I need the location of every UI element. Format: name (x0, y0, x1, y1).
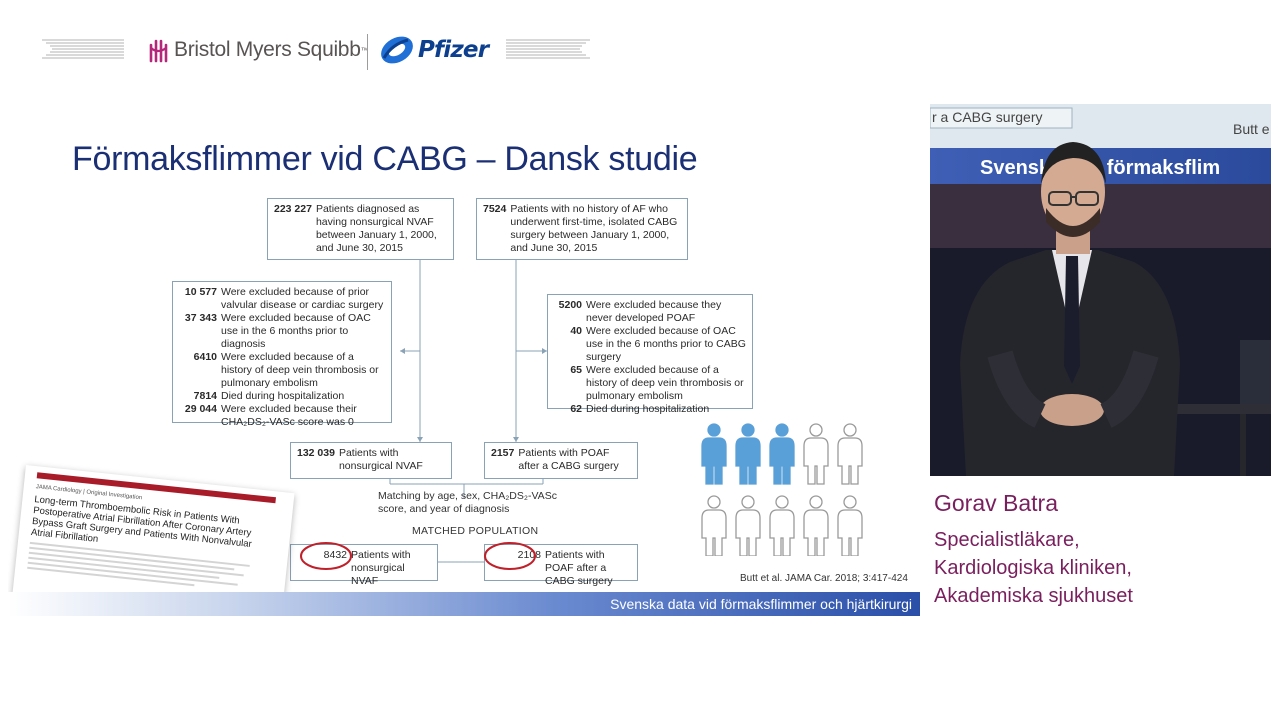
projected-screen-citation: Butt e (1233, 121, 1270, 137)
highlight-ring-8432 (300, 542, 352, 570)
speaker-figure (960, 142, 1180, 476)
highlight-rings (300, 542, 536, 570)
exclusion-count: 29 044 (184, 403, 217, 415)
pfizer-pill-icon (381, 36, 413, 64)
header-logos: Bristol Myers Squibb ™ Pfizer (0, 28, 1280, 72)
bms-logo: Bristol Myers Squibb ™ (148, 32, 369, 68)
pfizer-logo: Pfizer (378, 28, 489, 72)
speaker-department: Kardiologiska kliniken, (934, 557, 1132, 579)
flow-text: Patients with nonsurgical NVAF (338, 447, 423, 472)
person-icon (735, 495, 761, 556)
people-icon-grid (701, 423, 863, 556)
decorative-stripes-left (42, 39, 124, 59)
flow-box-exclusions-cabg: 5200 Were excluded because they never dev… (547, 294, 753, 415)
exclusion-text: Died during hospitalization (221, 390, 345, 402)
slide-title: Förmaksflimmer vid CABG – Dansk studie (72, 140, 698, 178)
flow-text: Patients with no history of AF who under… (510, 203, 678, 254)
slide-footer-banner: Svenska data vid förmaksflimmer och hjär… (8, 592, 920, 616)
exclusion-text: Died during hospitalization (586, 403, 710, 415)
flow-text: Patients diagnosed as having nonsurgical… (315, 203, 437, 254)
pfizer-wordmark: Pfizer (418, 37, 489, 63)
person-icon (803, 495, 829, 556)
flow-text: Patients with POAF after a CABG surgery (518, 447, 619, 472)
exclusion-text: Were excluded because of OAC use in the … (221, 312, 371, 350)
bms-mark-icon (149, 39, 168, 63)
speaker-title: Specialistläkare, (934, 529, 1080, 551)
exclusion-count: 5200 (558, 299, 582, 311)
person-icon (837, 423, 863, 485)
speaker-name: Gorav Batra (934, 490, 1058, 516)
exclusion-count: 10 577 (184, 286, 217, 298)
bms-wordmark: Bristol Myers Squibb (174, 38, 361, 61)
person-icon (701, 495, 727, 556)
bms-trademark: ™ (360, 45, 369, 55)
study-citation: Butt et al. JAMA Car. 2018; 3:417-424 (740, 573, 908, 584)
exclusion-text: Were excluded because of prior valvular … (221, 286, 384, 311)
person-icon (803, 423, 829, 485)
flow-count: 8432 (323, 549, 347, 561)
person-icon-highlighted (701, 423, 727, 485)
exclusion-count: 37 343 (184, 312, 217, 324)
exclusion-count: 6410 (193, 351, 217, 363)
exclusion-text: Were excluded because of a history of de… (221, 351, 379, 389)
flow-box-exclusions-nvaf: 10 577 Were excluded because of prior val… (172, 281, 392, 428)
flow-count: 7524 (483, 203, 507, 215)
flow-count: 132 039 (297, 447, 335, 459)
exclusion-text: Were excluded because of a history of de… (586, 364, 744, 402)
person-icon-highlighted (769, 423, 795, 485)
matched-population-label: MATCHED POPULATION (412, 525, 539, 537)
footer-banner-text: Svenska data vid förmaksflimmer och hjär… (610, 596, 912, 612)
flow-box-matched-nvaf: 8432 Patients with nonsurgical NVAF (290, 544, 438, 587)
flow-text: Patients with nonsurgical NVAF (351, 549, 411, 587)
exclusion-count: 65 (570, 364, 582, 376)
person-icon-highlighted (735, 423, 761, 485)
exclusion-text: Were excluded because their CHA₂DS₂-VASc… (221, 403, 357, 428)
exclusion-count: 7814 (193, 390, 217, 402)
exclusion-count: 62 (570, 403, 582, 415)
presentation-slide: Förmaksflimmer vid CABG – Dansk studie 2… (8, 100, 920, 616)
flow-count: 223 227 (274, 203, 312, 215)
exclusion-count: 40 (570, 325, 582, 337)
matching-criteria: Matching by age, sex, CHA₂DS₂-VASc score… (378, 490, 557, 515)
flow-text: Patients with POAF after a CABG surgery (545, 549, 613, 587)
exclusion-text: Were excluded because of OAC use in the … (586, 325, 746, 363)
header-divider (367, 34, 368, 70)
projected-screen-text: r a CABG surgery (932, 109, 1042, 125)
highlight-ring-2108 (484, 542, 536, 570)
speaker-video-frame: r a CABG surgery Butt e Svensk a vid för… (930, 104, 1271, 476)
speaker-video: r a CABG surgery Butt e Svensk a vid för… (930, 104, 1271, 476)
flow-count: 2157 (491, 447, 515, 459)
speaker-credentials: Specialistläkare, Kardiologiska kliniken… (934, 526, 1133, 610)
person-icon (837, 495, 863, 556)
speaker-hospital: Akademiska sjukhuset (934, 585, 1133, 607)
person-icon (769, 495, 795, 556)
exclusion-text: Were excluded because they never develop… (586, 299, 722, 324)
decorative-stripes-right (506, 39, 590, 59)
